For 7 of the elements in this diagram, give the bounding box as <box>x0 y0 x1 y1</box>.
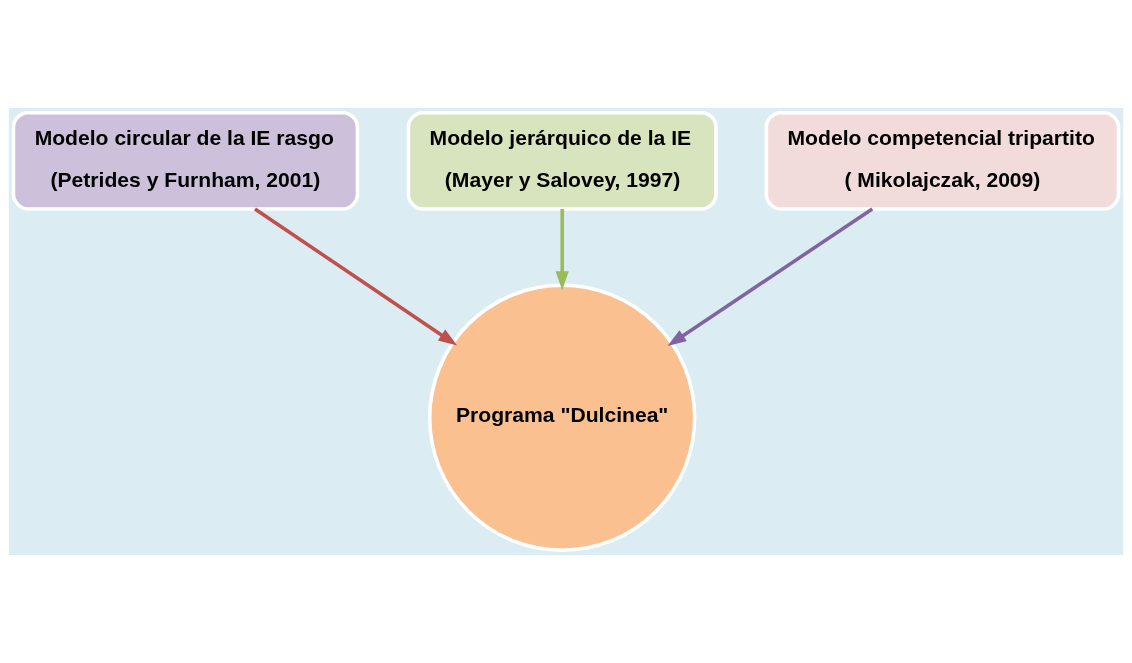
node-box: Modelo circular de la IE rasgo (Petrides y Furnham, 2001) <box>11 110 360 211</box>
arrow <box>254 207 458 346</box>
arrow <box>555 209 569 291</box>
arrow <box>667 207 874 347</box>
node-box: Modelo jerárquico de la IE (Mayer y Salovey, 1997) <box>406 110 718 211</box>
node-box: Modelo competencial tripartito ( Mikolajczak, 2009) <box>764 110 1121 211</box>
node-circle: Programa "Dulcinea" <box>427 283 697 552</box>
